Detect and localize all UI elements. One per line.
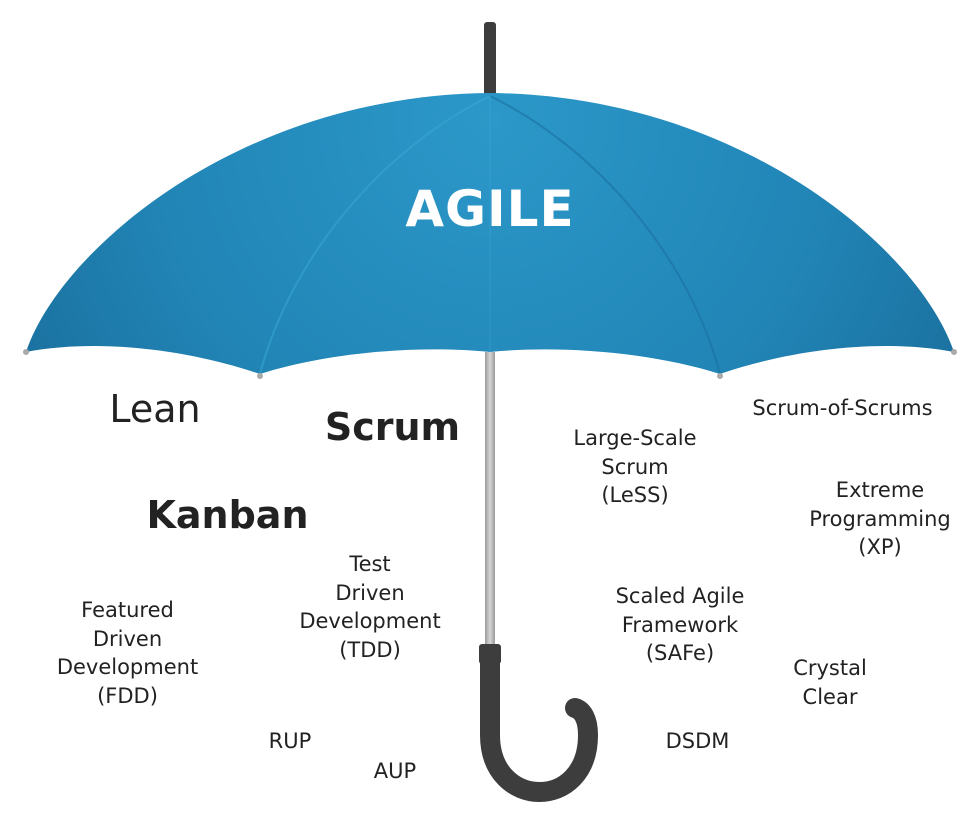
method-xp: Extreme Programming (XP) <box>809 478 951 560</box>
rib-tip <box>717 373 723 379</box>
method-safe: Scaled Agile Framework (SAFe) <box>615 584 745 666</box>
canopy-rib <box>259 95 491 375</box>
umbrella-title: AGILE <box>405 180 575 238</box>
method-fdd: Featured Driven Development (FDD) <box>56 598 199 708</box>
canopy-rib <box>489 95 721 375</box>
method-lean: Lean <box>109 387 201 431</box>
method-scrum-of-scrums: Scrum-of-Scrums <box>752 396 933 420</box>
rib-tip <box>257 373 263 379</box>
method-less: Large-Scale Scrum (LeSS) <box>573 426 697 508</box>
method-crystal-clear: Crystal Clear <box>793 656 867 709</box>
umbrella-tip <box>484 22 496 100</box>
method-kanban: Kanban <box>146 493 309 537</box>
rib-tip <box>23 349 29 355</box>
rib-tip <box>951 349 957 355</box>
method-rup: RUP <box>268 729 312 753</box>
umbrella-shaft <box>485 352 495 652</box>
method-tdd: Test Driven Development (TDD) <box>299 552 441 662</box>
umbrella-handle <box>480 652 599 802</box>
method-dsdm: DSDM <box>665 729 730 753</box>
method-scrum: Scrum <box>324 405 461 449</box>
method-aup: AUP <box>373 759 417 783</box>
umbrella-canopy <box>26 93 954 374</box>
